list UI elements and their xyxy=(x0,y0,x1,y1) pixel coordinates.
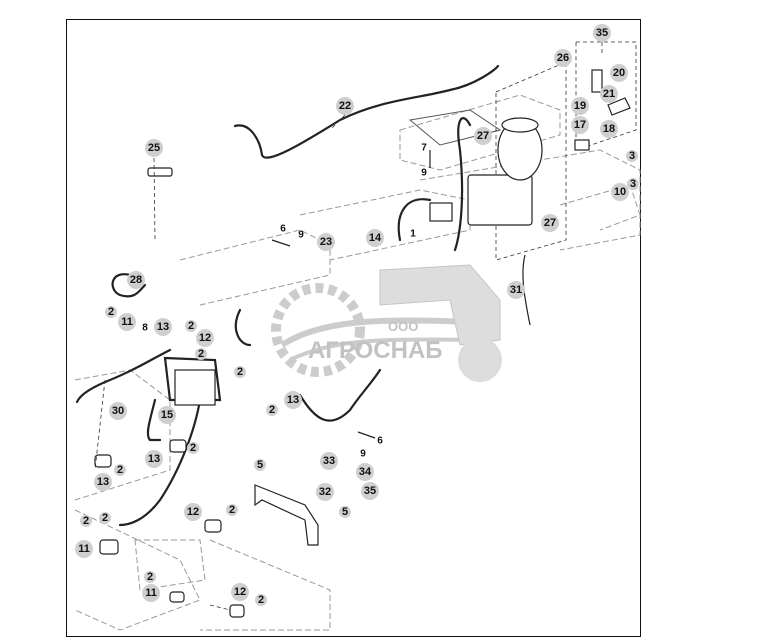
plain-labels: 7 9 6 9 1 8 9 6 xyxy=(142,143,427,460)
fitting-21 xyxy=(607,97,631,116)
callout-2-j: 2 xyxy=(229,504,235,516)
label-7: 7 xyxy=(421,143,427,154)
callout-2-i: 2 xyxy=(102,512,108,524)
callout-13-right: 13 xyxy=(287,394,299,406)
fitting-17 xyxy=(574,139,590,151)
callout-30: 30 xyxy=(112,405,124,417)
callout-2-b: 2 xyxy=(188,320,194,332)
parts xyxy=(94,69,631,618)
callout-3-upper: 3 xyxy=(629,150,635,162)
callout-11-upper: 11 xyxy=(121,316,133,328)
watermark-name: АГРОСНАБ xyxy=(308,337,443,364)
pump-body xyxy=(467,174,533,226)
clip-13-left xyxy=(94,454,112,468)
callout-34: 34 xyxy=(359,466,372,478)
callout-16: 35 xyxy=(596,27,608,39)
mounting-bracket xyxy=(254,484,319,546)
callout-27-lower: 27 xyxy=(544,217,556,229)
callout-10: 10 xyxy=(614,186,626,198)
sensor-25 xyxy=(147,167,173,177)
label-6-lower: 6 xyxy=(377,436,383,447)
clip-11-bottom xyxy=(169,591,185,603)
callout-19: 19 xyxy=(574,100,586,112)
callout-33: 33 xyxy=(323,455,335,467)
callout-5-lower: 5 xyxy=(342,506,348,518)
label-8: 8 xyxy=(142,323,148,334)
callout-12-lower: 12 xyxy=(187,506,199,518)
clip-12-lower xyxy=(204,519,222,533)
callout-2-a: 2 xyxy=(108,306,114,318)
callout-2-f: 2 xyxy=(190,442,196,454)
callout-2-c: 2 xyxy=(198,348,204,360)
callout-35: 35 xyxy=(364,485,376,497)
callout-2-g: 2 xyxy=(117,464,123,476)
fitting-20 xyxy=(591,69,603,93)
label-6-upper: 6 xyxy=(280,224,286,235)
callout-18: 18 xyxy=(603,123,615,135)
callout-15: 15 xyxy=(161,409,173,421)
callout-28: 28 xyxy=(130,274,142,286)
callout-25: 25 xyxy=(148,142,160,154)
bolt-6-upper xyxy=(271,239,291,247)
reservoir-cap xyxy=(501,117,539,133)
watermark-prefix: ООО xyxy=(388,319,418,334)
callout-2-k: 2 xyxy=(147,571,153,583)
callout-2-e: 2 xyxy=(269,404,275,416)
clip-13-center xyxy=(169,439,187,453)
clip-11-lower xyxy=(99,539,119,555)
callout-13-left: 13 xyxy=(97,476,109,488)
callout-11-bottom: 11 xyxy=(145,587,157,599)
callout-3-lower: 3 xyxy=(630,178,636,190)
callout-26: 26 xyxy=(557,52,569,64)
callout-14: 14 xyxy=(369,232,382,244)
callout-27-upper: 27 xyxy=(477,130,489,142)
callout-22: 22 xyxy=(339,100,351,112)
label-1: 1 xyxy=(410,229,416,240)
callout-13-upper: 13 xyxy=(157,321,169,333)
label-9-mid: 9 xyxy=(298,230,304,241)
callout-12-bottom: 12 xyxy=(234,586,246,598)
callout-17: 17 xyxy=(574,119,586,131)
callout-20: 20 xyxy=(613,67,625,79)
callout-11-lower: 11 xyxy=(78,543,90,555)
bolt-6-lower xyxy=(357,431,376,439)
connector-block xyxy=(429,202,453,222)
label-9-upper: 9 xyxy=(421,168,427,179)
callout-5-upper: 5 xyxy=(257,459,263,471)
callout-markers: 35 20 21 19 17 18 26 22 25 27 27 10 23 1… xyxy=(75,24,639,606)
callout-2-l: 2 xyxy=(258,594,264,606)
callout-2-d: 2 xyxy=(237,366,243,378)
callout-12-upper: 12 xyxy=(199,332,211,344)
callout-32: 32 xyxy=(319,486,331,498)
leader-lines xyxy=(94,42,603,611)
callout-21: 21 xyxy=(603,88,615,100)
callout-13-center: 13 xyxy=(148,453,160,465)
watermark: ООО АГРОСНАБ xyxy=(271,264,502,382)
clip-12-bottom xyxy=(229,604,245,618)
distribution-block xyxy=(174,369,216,406)
callout-2-h: 2 xyxy=(83,515,89,527)
callout-23: 23 xyxy=(320,236,332,248)
callout-31: 31 xyxy=(510,284,522,296)
label-9-lower: 9 xyxy=(360,449,366,460)
